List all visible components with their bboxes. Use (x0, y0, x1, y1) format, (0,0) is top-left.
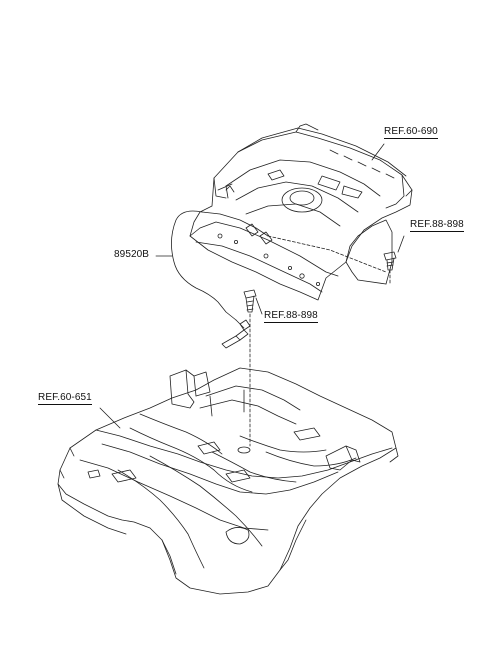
top-ref-pointer (371, 143, 385, 161)
ref-88-898-right-label[interactable]: REF.88-898 (410, 219, 464, 232)
ref-88-898-center-label[interactable]: REF.88-898 (264, 310, 318, 323)
ref-60-651-label[interactable]: REF.60-651 (38, 392, 92, 405)
center-ref-pointer (255, 297, 263, 315)
panel-reference-leader (267, 235, 387, 273)
floor-ref-pointer (99, 407, 121, 429)
floor-panel (57, 367, 399, 595)
right-ref-pointer (397, 235, 405, 253)
center-bolt (243, 289, 257, 313)
rear-shelf-panel (189, 123, 413, 301)
part-89520b-label[interactable]: 89520B (114, 249, 150, 260)
right-bolt (383, 251, 397, 271)
release-cable (171, 210, 251, 349)
ref-60-690-label[interactable]: REF.60-690 (384, 126, 438, 139)
